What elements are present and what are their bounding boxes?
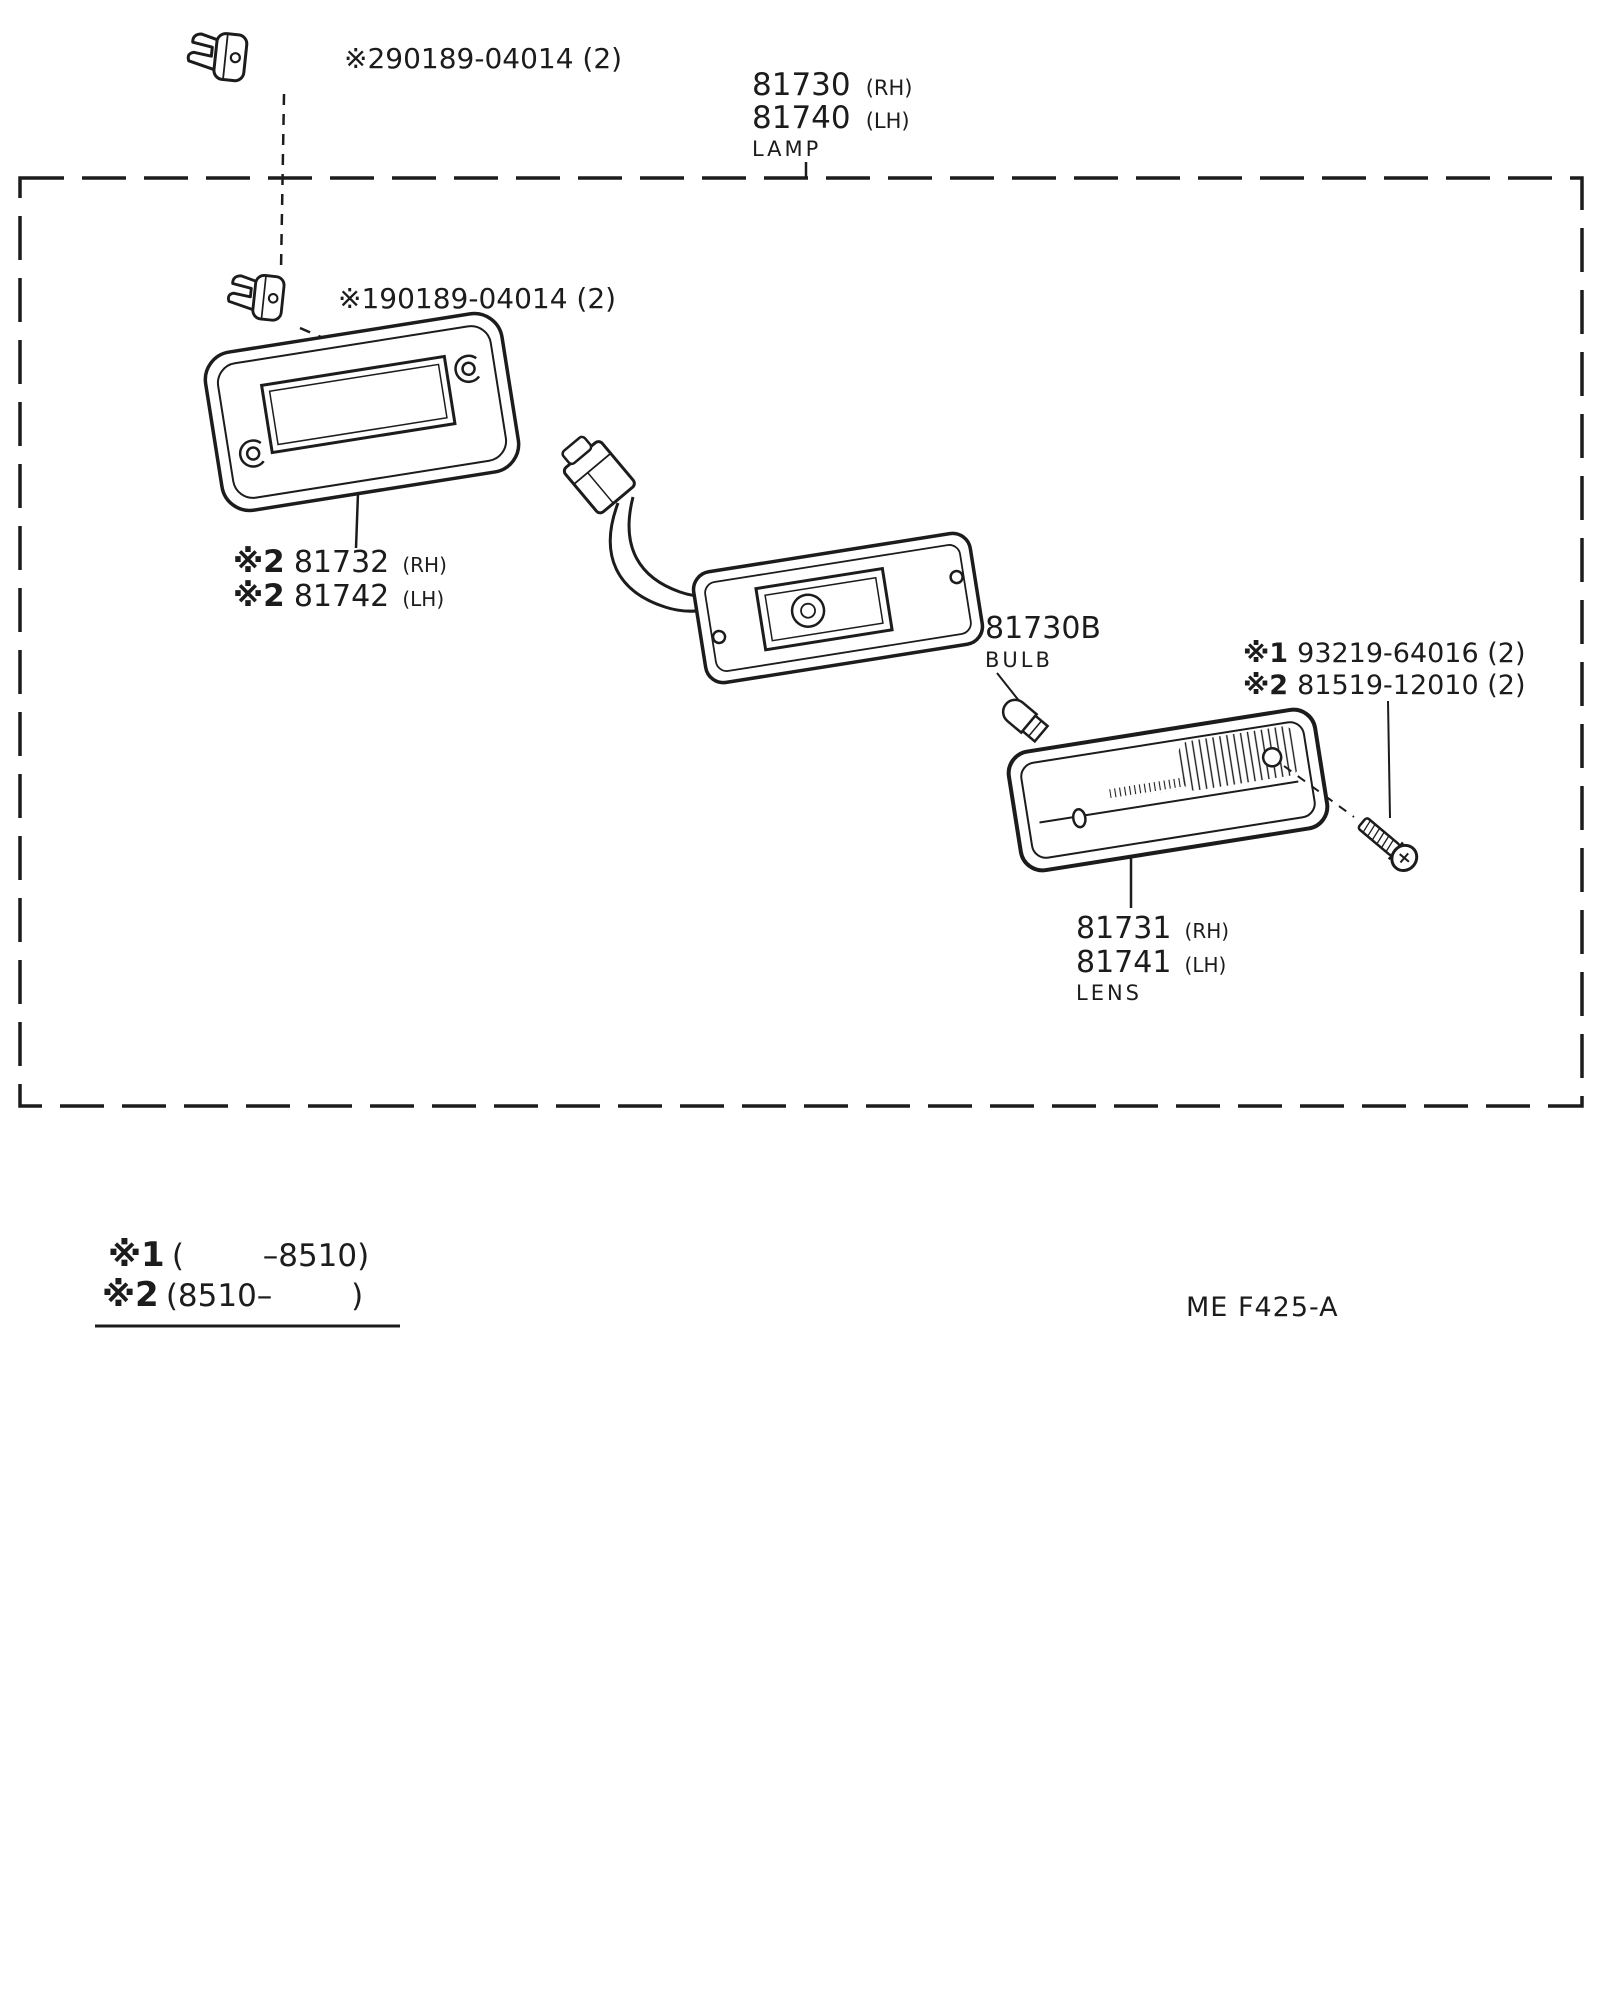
housing-socket-center: [800, 602, 816, 619]
footnote-2-mark: ※2: [102, 1275, 159, 1315]
lens-inner-edge: [1020, 721, 1316, 859]
footnote-1-mark: ※1: [108, 1235, 165, 1275]
leader-line-screw: [1387, 700, 1391, 819]
lens-part-label-rh: 81731 (RH): [1076, 911, 1229, 946]
screw-thread: [1362, 820, 1372, 833]
lens-reflector-texture: [1178, 726, 1300, 791]
screw-thread: [1380, 835, 1390, 849]
screw-line1-number: 93219-64016 (2): [1297, 638, 1525, 669]
page-code: ME F425-A: [1186, 1292, 1339, 1323]
retainer-lh-mark: ※2: [233, 578, 285, 614]
lamp-lh-number: 81740: [752, 100, 851, 136]
retainer-rh-mark: ※2: [233, 544, 285, 580]
connector-seam: [573, 452, 612, 485]
bulb-drawing: [1001, 698, 1050, 744]
connector-tab: [561, 435, 593, 466]
lens-hole-right: [1261, 747, 1283, 768]
leader-line-bulb: [996, 672, 1021, 703]
lens-name-label: LENS: [1076, 981, 1142, 1005]
connector-drawing: [561, 435, 636, 515]
lamp-housing-drawing: [691, 531, 985, 685]
footnote-1-body: ( –8510): [172, 1238, 369, 1274]
dashed-line-clip-to-clip: [279, 93, 286, 271]
lens-rh-number: 81731: [1076, 911, 1171, 946]
footnote-2: ※2 (8510– ): [102, 1275, 363, 1315]
lamp-name-label: LAMP: [752, 137, 821, 161]
lens-lh-tag: (LH): [1185, 953, 1227, 977]
screw-part-label-1: ※1 93219-64016 (2): [1243, 638, 1526, 669]
footnote-2-body: (8510– ): [166, 1278, 363, 1314]
retainer-slot-right: [454, 354, 481, 384]
lamp-rh-number: 81730: [752, 67, 851, 103]
housing-socket: [790, 593, 826, 628]
retainer-hole-left: [245, 446, 261, 461]
retainer-rh-number: 81732: [294, 545, 389, 580]
lens-lh-number: 81741: [1076, 945, 1171, 980]
retainer-lh-number: 81742: [294, 579, 389, 614]
lens-hole-left: [1071, 808, 1087, 829]
retainer-slot-left: [238, 439, 265, 468]
footnote-1: ※1 ( –8510): [108, 1235, 369, 1275]
screw-thread: [1371, 827, 1381, 841]
lamp-lh-tag: (LH): [866, 109, 910, 133]
bulb-base-line: [1028, 720, 1043, 737]
leader-line-retainer: [354, 492, 360, 549]
bulb-part-label: 81730B: [985, 611, 1101, 646]
housing-opening-depth: [764, 576, 884, 642]
screw-thread: [1376, 831, 1385, 845]
screw-drawing: [1357, 817, 1419, 873]
lens-part-label-lh: 81741 (LH): [1076, 945, 1226, 980]
screw-line2-mark: ※2: [1243, 670, 1288, 701]
clip-outer-part-label: ※290189-04014 (2): [344, 42, 622, 75]
housing-hole-left: [711, 629, 727, 645]
screw-thread: [1367, 823, 1376, 837]
retainer-part-label-rh: ※2 81732 (RH): [233, 544, 447, 580]
retainer-opening: [259, 354, 457, 455]
clip-icon: [225, 270, 287, 323]
connector-rib: [587, 472, 614, 504]
assembly-boundary-box: [18, 176, 1584, 1108]
retainer-opening-depth: [268, 363, 448, 446]
retainer-outer-outline: [203, 311, 521, 513]
clip-fastener-inner-icon: [225, 270, 287, 323]
screw-line2-number: 81519-12010 (2): [1297, 670, 1525, 701]
lens-drawing: [1006, 707, 1330, 873]
screw-part-label-2: ※2 81519-12010 (2): [1243, 670, 1526, 701]
lamp-rh-tag: (RH): [866, 76, 913, 100]
housing-hole-right: [949, 569, 964, 585]
housing-inner-edge: [704, 544, 972, 672]
clip-icon: [184, 28, 250, 84]
clip-inner-part-label: ※190189-04014 (2): [338, 282, 616, 315]
screw-head-slot-v: [1399, 852, 1409, 864]
retainer-inner-edge: [216, 325, 508, 499]
screw-thread: [1385, 839, 1395, 853]
screw-line1-mark: ※1: [1243, 638, 1288, 669]
bulb-name-label: BULB: [985, 648, 1053, 672]
retainer-lh-tag: (LH): [402, 587, 444, 611]
lens-rh-tag: (RH): [1185, 919, 1230, 943]
lens-fine-texture: [1109, 777, 1186, 801]
bulb-glass: [1001, 698, 1039, 735]
retainer-hole-right: [461, 361, 476, 377]
clip-fastener-outer-icon: [184, 28, 250, 84]
retainer-drawing: [203, 311, 521, 513]
lamp-part-label-rh: 81730 (RH): [752, 67, 913, 103]
dashed-line-lens-to-screw: [1283, 765, 1355, 818]
retainer-rh-tag: (RH): [402, 553, 447, 577]
lamp-part-label-lh: 81740 (LH): [752, 100, 910, 136]
retainer-part-label-lh: ※2 81742 (LH): [233, 578, 444, 614]
